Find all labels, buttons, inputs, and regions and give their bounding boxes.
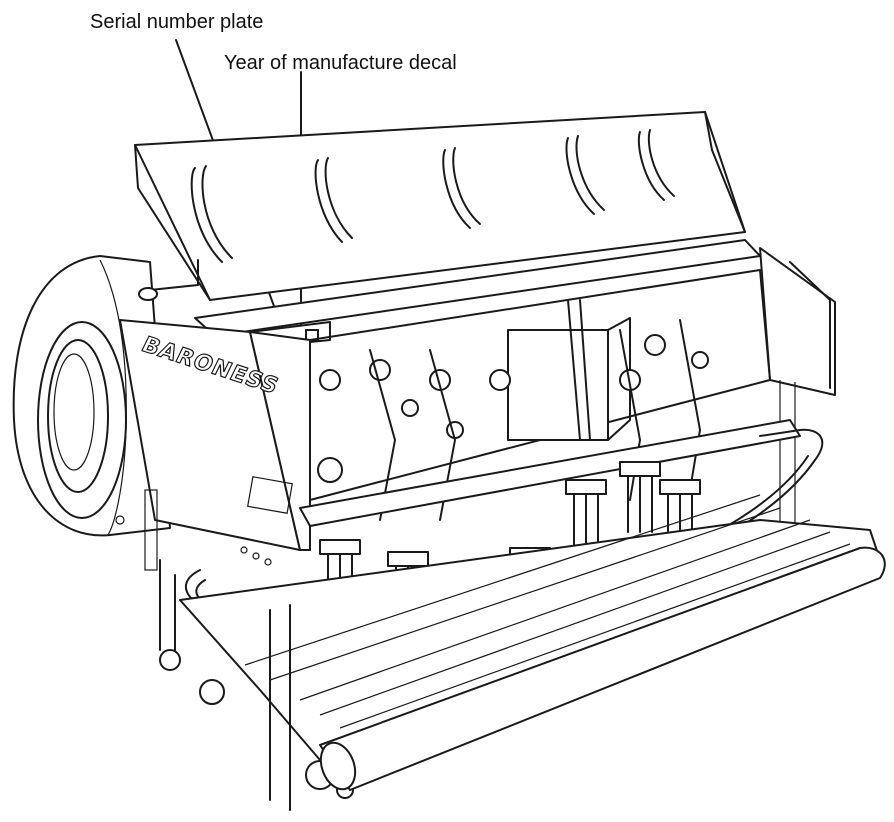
front-cross-bar (299, 419, 801, 527)
gear-mechanism (309, 269, 771, 521)
serial-number-plate-label: Serial number plate (90, 11, 264, 33)
base-frame (159, 494, 881, 811)
left-side-panel: BARONESS (115, 319, 311, 571)
right-side-panel (759, 247, 836, 545)
gearbox-housing (507, 329, 609, 441)
year-of-manufacture-decal-label: Year of manufacture decal (224, 52, 457, 74)
front-roller (319, 546, 886, 791)
hopper-lid (134, 111, 746, 301)
